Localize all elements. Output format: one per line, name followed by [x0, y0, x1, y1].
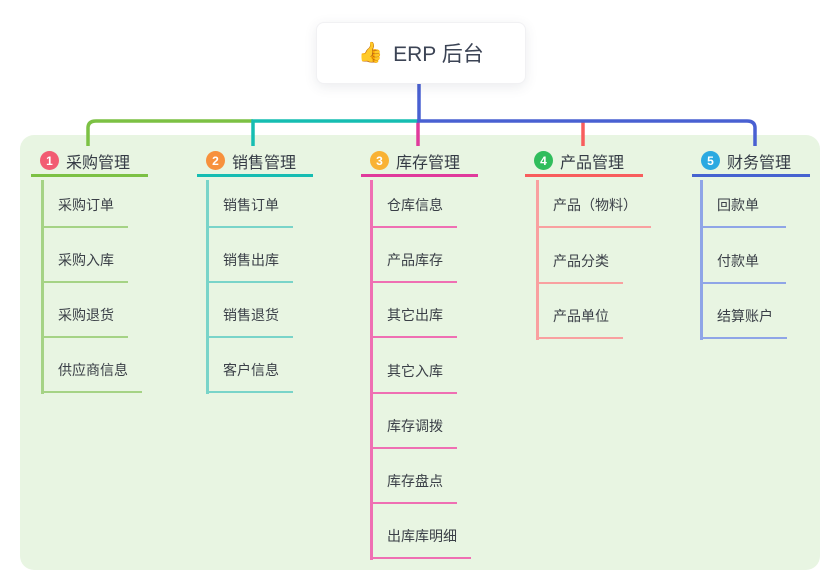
branch-number-badge: 3 [370, 151, 389, 170]
child-node-settlement-account[interactable]: 结算账户 [700, 306, 787, 339]
branch-number-badge: 4 [534, 151, 553, 170]
child-node-payment-bill[interactable]: 付款单 [700, 251, 786, 284]
child-node-sales-outbound[interactable]: 销售出库 [206, 250, 293, 283]
branch-number-badge: 2 [206, 151, 225, 170]
branch-node-sales-management[interactable]: 2 销售管理 [197, 147, 313, 177]
child-connector-rail [370, 180, 373, 560]
child-node-receipt-bill[interactable]: 回款单 [700, 195, 786, 228]
child-connector-rail [536, 180, 539, 340]
child-node-other-outbound[interactable]: 其它出库 [370, 305, 457, 338]
child-node-supplier-info[interactable]: 供应商信息 [41, 360, 142, 393]
branch-node-product-management[interactable]: 4 产品管理 [525, 147, 643, 177]
child-node-stock-transfer[interactable]: 库存调拨 [370, 416, 457, 449]
branch-number-badge: 5 [701, 151, 720, 170]
root-title: ERP 后台 [393, 43, 484, 66]
child-node-other-inbound[interactable]: 其它入库 [370, 361, 457, 394]
branch-label: 产品管理 [560, 154, 625, 172]
branch-node-finance-management[interactable]: 5 财务管理 [692, 147, 810, 177]
branch-label: 库存管理 [396, 154, 461, 172]
root-node[interactable]: 👍 ERP 后台 [316, 22, 526, 84]
branch-group-panel [20, 135, 820, 570]
child-node-product-category[interactable]: 产品分类 [536, 251, 623, 284]
child-node-product-material[interactable]: 产品（物料） [536, 195, 651, 228]
child-node-customer-info[interactable]: 客户信息 [206, 360, 293, 393]
child-node-outbound-detail[interactable]: 出库库明细 [370, 526, 471, 559]
child-connector-rail [700, 180, 703, 340]
child-node-purchase-inbound[interactable]: 采购入库 [41, 250, 128, 283]
child-node-sales-return[interactable]: 销售退货 [206, 305, 293, 338]
branch-number-badge: 1 [40, 151, 59, 170]
child-connector-rail [206, 180, 209, 394]
child-node-sales-order[interactable]: 销售订单 [206, 195, 293, 228]
child-node-product-unit[interactable]: 产品单位 [536, 306, 623, 339]
branch-label: 销售管理 [232, 154, 297, 172]
branch-node-purchase-management[interactable]: 1 采购管理 [31, 147, 148, 177]
branch-label: 财务管理 [727, 154, 792, 172]
branch-node-inventory-management[interactable]: 3 库存管理 [361, 147, 478, 177]
child-connector-rail [41, 180, 44, 394]
branch-label: 采购管理 [66, 154, 131, 172]
child-node-purchase-order[interactable]: 采购订单 [41, 195, 128, 228]
thumbs-up-icon: 👍 [358, 42, 384, 64]
child-node-stock-count[interactable]: 库存盘点 [370, 471, 457, 504]
child-node-purchase-return[interactable]: 采购退货 [41, 305, 128, 338]
child-node-product-stock[interactable]: 产品库存 [370, 250, 457, 283]
child-node-warehouse-info[interactable]: 仓库信息 [370, 195, 457, 228]
